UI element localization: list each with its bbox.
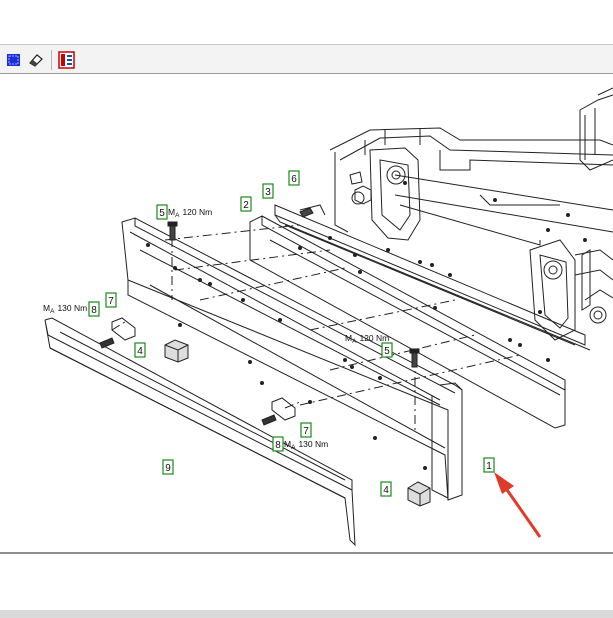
callout-5-top[interactable]: 5: [156, 204, 168, 220]
svg-text:4: 4: [137, 346, 143, 357]
svg-text:1: 1: [486, 461, 492, 472]
callouts: 1 2 3 4 4 5 5: [88, 170, 495, 497]
hardware: [99, 207, 431, 507]
lower-panel: [0, 554, 613, 610]
parts-drawing-canvas[interactable]: 1 2 3 4 4 5 5: [0, 74, 613, 552]
callout-4-right[interactable]: 4: [380, 481, 392, 497]
svg-text:6: 6: [291, 174, 297, 185]
svg-text:5: 5: [159, 208, 165, 219]
part-9-skirt: [44, 317, 356, 547]
callout-8-left[interactable]: 8: [88, 301, 100, 317]
canvas-divider: [0, 552, 613, 554]
callout-6[interactable]: 6: [288, 170, 300, 186]
machine-frame: [329, 87, 613, 341]
svg-text:8: 8: [91, 305, 97, 316]
svg-text:3: 3: [265, 187, 271, 198]
part-2-strip: [249, 215, 566, 429]
assembly-lines: [111, 224, 521, 432]
svg-text:7: 7: [108, 296, 114, 307]
callout-2[interactable]: 2: [240, 196, 252, 212]
part-1-plate: [121, 217, 463, 501]
svg-text:9: 9: [165, 463, 171, 474]
callout-1[interactable]: 1: [483, 457, 495, 473]
svg-text:5: 5: [384, 346, 390, 357]
svg-text:4: 4: [383, 485, 389, 496]
callout-3[interactable]: 3: [262, 183, 274, 199]
svg-text:2: 2: [243, 200, 249, 211]
exploded-view-drawing: 1 2 3 4 4 5 5: [43, 87, 613, 547]
svg-text:8: 8: [275, 440, 281, 451]
toolbar: [0, 44, 613, 74]
part-3-channel: [274, 204, 591, 351]
callout-5-mid[interactable]: 5: [381, 342, 393, 358]
eraser-icon[interactable]: [27, 51, 45, 69]
red-arrow-indicator: [494, 472, 542, 538]
status-bar: [0, 610, 613, 618]
toolbar-separator: [51, 50, 52, 70]
callout-7-right[interactable]: 7: [300, 422, 312, 438]
callout-7-left[interactable]: 7: [105, 292, 117, 308]
callout-8-right[interactable]: 8: [272, 436, 284, 452]
mounting-holes: [146, 181, 587, 470]
callout-4-left[interactable]: 4: [134, 342, 146, 358]
fit-view-icon[interactable]: [5, 51, 23, 69]
callout-9[interactable]: 9: [162, 459, 174, 475]
svg-text:7: 7: [303, 426, 309, 437]
parts-list-icon[interactable]: [58, 51, 76, 69]
window-top-area: [0, 0, 613, 44]
